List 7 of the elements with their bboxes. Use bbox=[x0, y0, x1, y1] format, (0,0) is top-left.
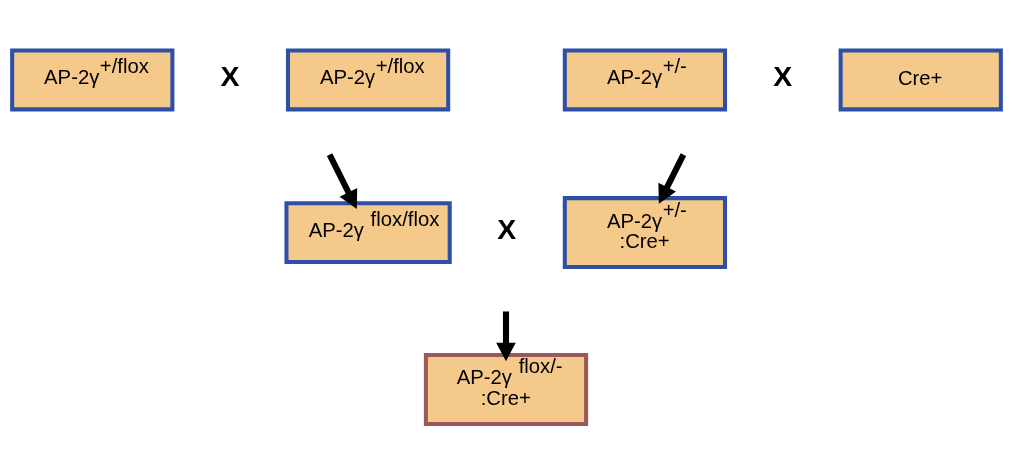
label: X bbox=[773, 59, 793, 92]
arrow bbox=[326, 153, 358, 209]
node-box: Cre+ bbox=[838, 48, 1003, 112]
arrow bbox=[658, 153, 687, 204]
label: X bbox=[220, 59, 240, 92]
arrow bbox=[496, 311, 516, 362]
label: X bbox=[497, 212, 517, 245]
